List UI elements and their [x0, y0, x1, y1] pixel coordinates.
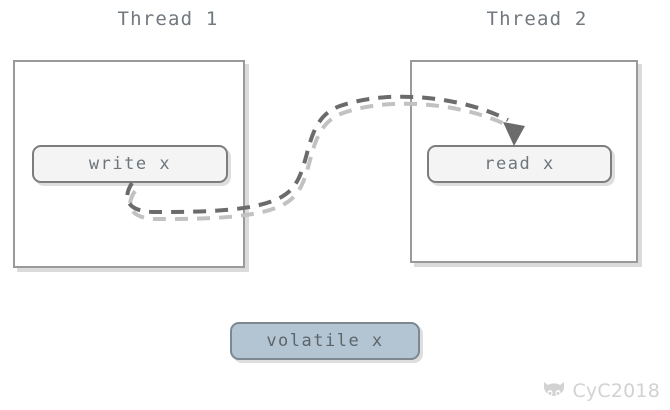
- octocat-icon: [544, 382, 565, 396]
- thread-2-title: Thread 2: [486, 8, 588, 30]
- thread-1-title: Thread 1: [117, 8, 219, 30]
- read-x-label: read x: [484, 154, 555, 174]
- watermark-text: CyC2018: [572, 380, 660, 402]
- watermark: CyC2018: [542, 380, 660, 402]
- volatile-variable-box[interactable]: volatile x: [230, 322, 420, 360]
- write-x-label: write x: [88, 154, 172, 174]
- write-x-box[interactable]: write x: [32, 145, 228, 183]
- volatile-variable-label: volatile x: [266, 331, 384, 351]
- read-x-box[interactable]: read x: [427, 145, 612, 183]
